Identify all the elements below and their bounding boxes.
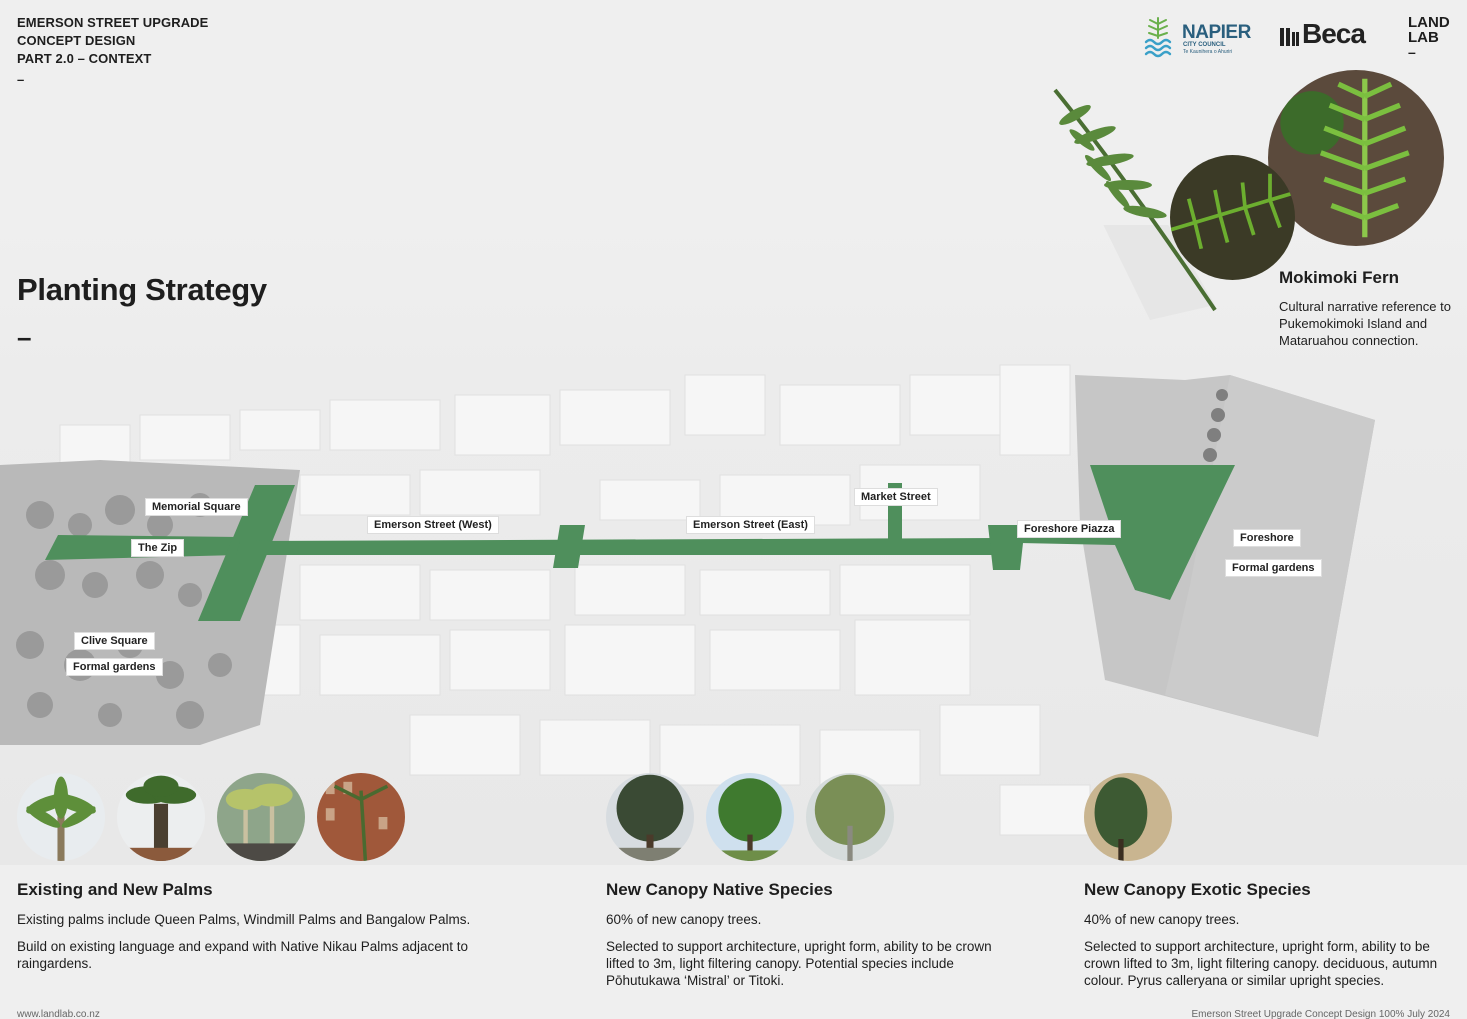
windmill-palm-photo [117, 773, 205, 861]
header-line-project: EMERSON STREET UPGRADE [17, 15, 209, 30]
fern-detail-photo [1170, 155, 1295, 280]
fern-detail-icon [1170, 155, 1295, 280]
map-label-formal-gardens-left: Formal gardens [67, 659, 162, 675]
document-header: EMERSON STREET UPGRADE CONCEPT DESIGN PA… [17, 14, 208, 68]
tree-icon [706, 773, 794, 861]
fern-description: Cultural narrative reference to Pukemoki… [1279, 299, 1451, 348]
map-label-clive-square: Clive Square [75, 633, 154, 649]
footer-document-info: Emerson Street Upgrade Concept Design 10… [1191, 1009, 1450, 1019]
palm-tree-icon [217, 773, 305, 861]
fern-closeup-icon [1268, 70, 1444, 246]
native-tree-photo-1 [606, 773, 694, 861]
napier-logo-name: NAPIER [1182, 22, 1251, 43]
queen-palm-photo [17, 773, 105, 861]
header-line-part: PART 2.0 – CONTEXT [17, 51, 152, 66]
fern-closeup-photo [1268, 70, 1444, 246]
exotic-text-2: Selected to support architecture, uprigh… [1084, 939, 1438, 988]
exotic-section: New Canopy Exotic Species 40% of new can… [1084, 880, 1464, 999]
nikau-palm-photo [317, 773, 405, 861]
tree-icon [1084, 773, 1172, 861]
map-label-foreshore-piazza: Foreshore Piazza [1018, 521, 1121, 537]
palms-text-2: Build on existing language and expand wi… [17, 939, 469, 971]
map-label-memorial-square: Memorial Square [146, 499, 247, 515]
map-label-market-street: Market Street [855, 489, 937, 505]
native-tree-photo-3 [806, 773, 894, 861]
landlab-logo: LAND LAB – [1408, 15, 1450, 60]
palm-tree-icon [117, 773, 205, 861]
native-tree-photo-2 [706, 773, 794, 861]
beca-logo-name: Beca [1302, 18, 1366, 49]
napier-logo-tag: Te Kaunihera o Ahuriri [1183, 49, 1233, 55]
napier-logo-sub: CITY COUNCIL [1183, 42, 1226, 48]
native-section: New Canopy Native Species 60% of new can… [606, 880, 1006, 999]
palm-tree-icon [17, 773, 105, 861]
map-label-formal-gardens-right: Formal gardens [1226, 560, 1321, 576]
exotic-heading: New Canopy Exotic Species [1084, 880, 1311, 899]
native-text-1: 60% of new canopy trees. [606, 912, 762, 927]
palms-section: Existing and New Palms Existing palms in… [17, 880, 487, 982]
palm-tree-icon [317, 773, 405, 861]
title-dash: – [17, 322, 32, 352]
context-map: Memorial Square The Zip Clive Square For… [0, 45, 1467, 865]
beca-logo: Beca [1280, 18, 1380, 52]
header-dash: – [17, 72, 25, 87]
context-map-drawing [0, 45, 1467, 865]
fern-frond-image [1053, 88, 1217, 312]
map-label-foreshore: Foreshore [1234, 530, 1300, 546]
palms-heading: Existing and New Palms [17, 880, 213, 899]
map-label-emerson-west: Emerson Street (West) [368, 517, 498, 533]
napier-logo: NAPIER CITY COUNCIL Te Kaunihera o Ahuri… [1143, 16, 1253, 62]
bangalow-palm-photo [217, 773, 305, 861]
landlab-dash: – [1408, 44, 1416, 60]
footer-website: www.landlab.co.nz [17, 1009, 100, 1019]
napier-wave-icon [1144, 17, 1172, 58]
exotic-text-1: 40% of new canopy trees. [1084, 912, 1240, 927]
palms-text-1: Existing palms include Queen Palms, Wind… [17, 912, 471, 927]
header-line-stage: CONCEPT DESIGN [17, 33, 136, 48]
landlab-line1: LAND [1408, 14, 1450, 31]
page-title: Planting Strategy [17, 272, 267, 307]
beca-mark-icon [1280, 28, 1299, 46]
landlab-line2: LAB [1408, 29, 1439, 46]
map-label-the-zip: The Zip [132, 540, 184, 556]
native-heading: New Canopy Native Species [606, 880, 833, 899]
fern-title: Mokimoki Fern [1279, 268, 1399, 287]
tree-icon [806, 773, 894, 861]
map-label-emerson-east: Emerson Street (East) [687, 517, 814, 533]
native-text-2: Selected to support architecture, uprigh… [606, 939, 992, 988]
tree-icon [606, 773, 694, 861]
exotic-tree-photo [1084, 773, 1172, 861]
